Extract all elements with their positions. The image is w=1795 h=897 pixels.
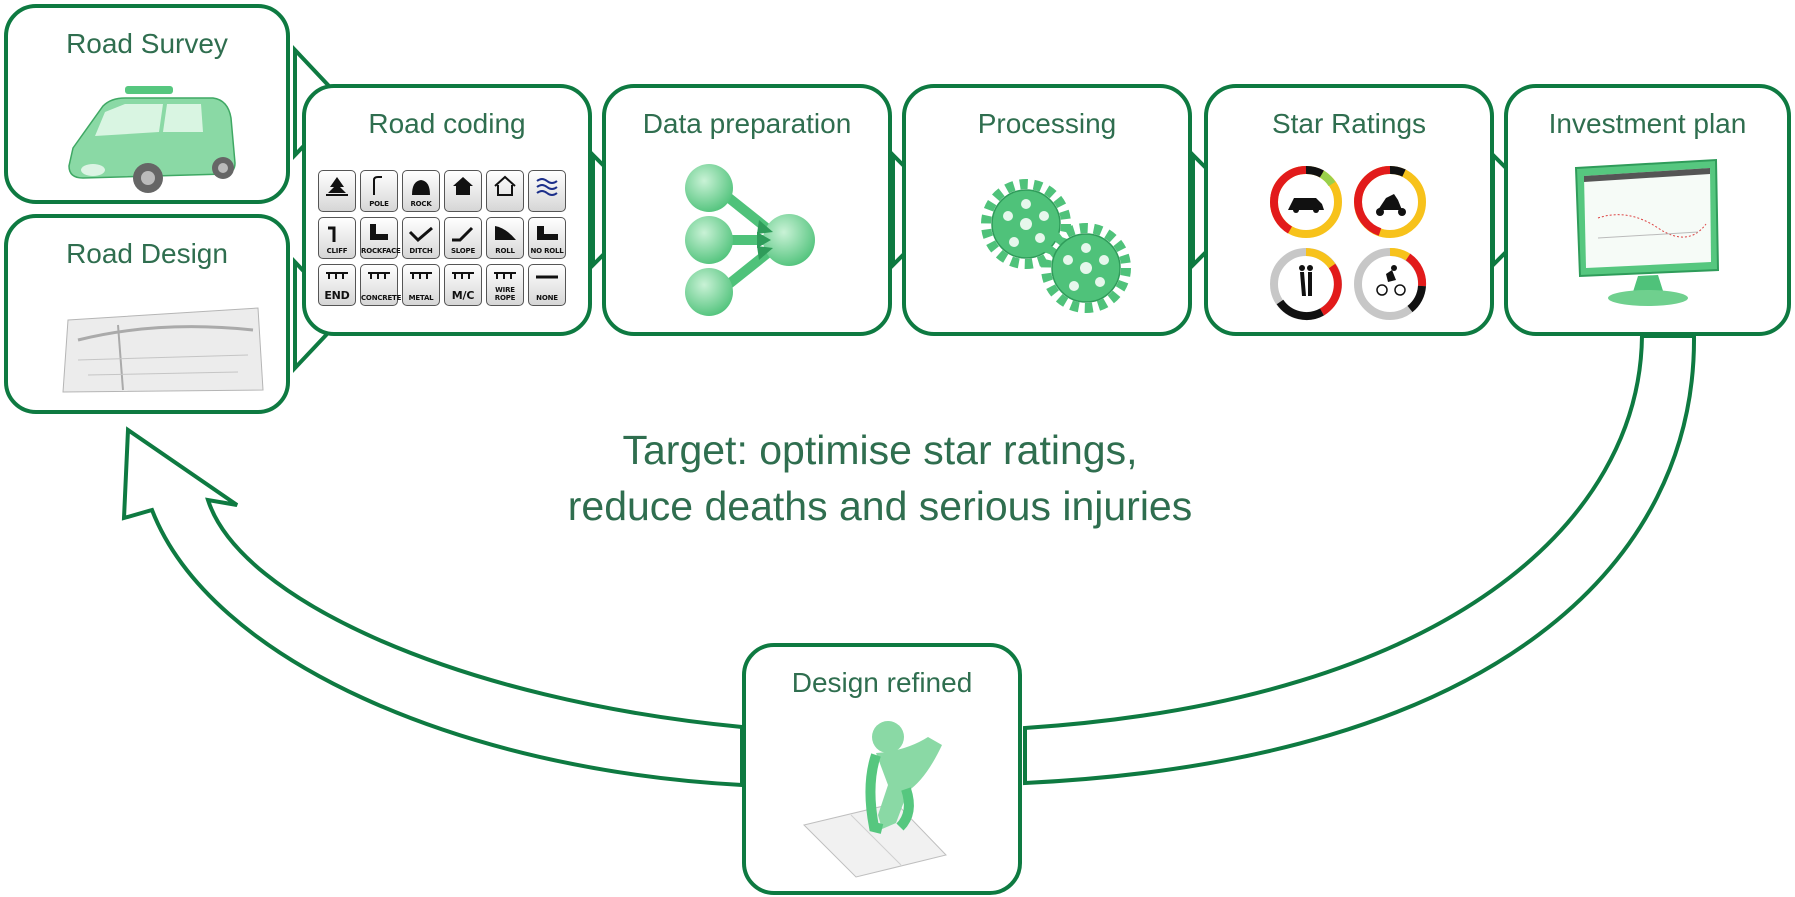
loop-investment-to-refined xyxy=(1023,334,1697,786)
cyclist-icon xyxy=(1386,270,1396,282)
wire-rope-barrier-icon: WIRE ROPE xyxy=(486,264,524,306)
car-rating-ring xyxy=(1270,166,1342,238)
stage-design-refined: Design refined xyxy=(742,643,1022,895)
stage-title: Road Survey xyxy=(66,28,228,59)
cyclist-rating-ring xyxy=(1354,248,1427,320)
survey-car-icon xyxy=(68,86,236,193)
stage-title: Road Design xyxy=(66,238,228,269)
no-barrier-icon: NONE xyxy=(528,264,566,306)
house-outline-icon xyxy=(486,170,524,212)
pole-icon: POLE xyxy=(360,170,398,212)
building-icon xyxy=(444,170,482,212)
motorcycle-rating-ring xyxy=(1353,166,1426,238)
engineer-reviewing-plan-icon xyxy=(803,721,947,878)
stage-road-survey: Road Survey xyxy=(4,4,290,204)
stage-title: Investment plan xyxy=(1548,108,1747,139)
pedestrian-icon xyxy=(1300,272,1312,296)
slope-icon: SLOPE xyxy=(444,217,482,259)
roll-icon: ROLL xyxy=(486,217,524,259)
rockface-icon: ROCKFACE xyxy=(360,217,401,259)
concrete-barrier-icon: CONCRETE xyxy=(360,264,401,306)
stage-title: Star Ratings xyxy=(1271,108,1427,139)
stage-investment-plan: Investment plan xyxy=(1504,84,1791,336)
water-icon xyxy=(528,170,566,212)
car-icon xyxy=(1288,198,1324,210)
loop-refined-to-design xyxy=(121,426,744,788)
target-line-2: reduce deaths and serious injuries xyxy=(567,483,1193,529)
rock-icon: ROCK xyxy=(402,170,440,212)
no-roll-icon: NO ROLL xyxy=(528,217,566,259)
stage-road-design: Road Design xyxy=(4,214,290,414)
target-line-1: Target: optimise star ratings, xyxy=(622,427,1138,473)
metal-barrier-icon: METAL xyxy=(402,264,440,306)
monitor-icon xyxy=(1574,158,1720,306)
stage-title: Road coding xyxy=(368,108,526,139)
design-plan-icon xyxy=(62,307,264,393)
tree-icon xyxy=(318,170,356,212)
stage-data-preparation: Data preparation xyxy=(602,84,892,336)
cliff-icon: CLIFF xyxy=(318,217,356,259)
stage-title: Processing xyxy=(977,108,1117,139)
motorcycle-icon xyxy=(1378,194,1402,210)
gears-icon xyxy=(981,179,1131,313)
target-statement: Target: optimise star ratings, reduce de… xyxy=(430,422,1330,534)
ditch-icon: DITCH xyxy=(402,217,440,259)
pedestrian-rating-ring xyxy=(1270,248,1342,321)
star-rating-rings xyxy=(1270,166,1427,321)
road-code-icon-grid: POLE ROCK CLIFF ROCKFACE DITCH SLOPE ROL… xyxy=(318,170,570,310)
stage-title: Design refined xyxy=(791,667,973,698)
motorcycle-barrier-icon: M/C xyxy=(444,264,482,306)
data-merge-icon xyxy=(685,164,815,316)
stage-processing: Processing xyxy=(902,84,1192,336)
stage-title: Data preparation xyxy=(642,108,852,139)
stage-star-ratings: Star Ratings xyxy=(1204,84,1494,336)
barrier-end-icon: END xyxy=(318,264,356,306)
